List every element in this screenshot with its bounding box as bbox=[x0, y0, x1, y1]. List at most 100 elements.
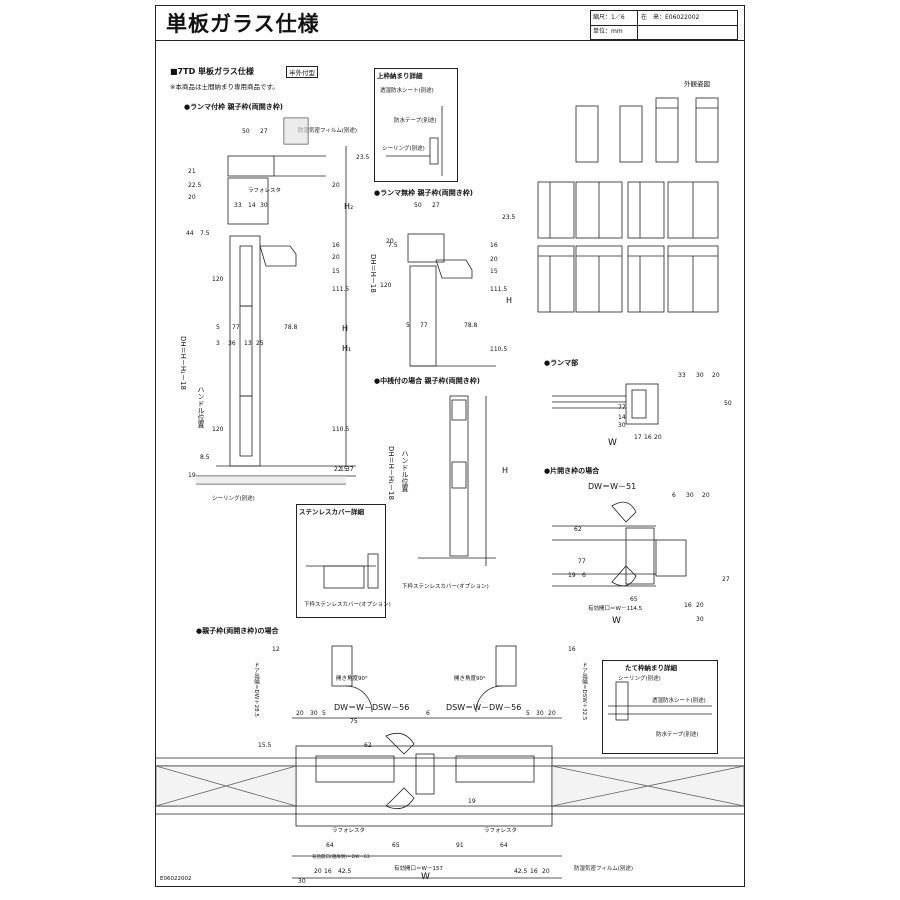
effective-open-single-label: 有効開口＝W－114.5 bbox=[588, 606, 643, 612]
dw-single-label: DW＝W－51 bbox=[588, 482, 637, 491]
dimension-single-2: 20 bbox=[702, 492, 710, 499]
sealing-label: シーリング(別途) bbox=[382, 146, 425, 152]
door-width-r-label: ドア出幅＝DSW＋32.5 bbox=[581, 662, 587, 721]
dimension-double-12: 20 bbox=[314, 868, 322, 875]
dimension-single-3: 62 bbox=[574, 526, 582, 533]
spec-tag: 半外付型 bbox=[286, 66, 318, 78]
top-detail-box: 上枠納まり詳細 bbox=[374, 68, 458, 182]
dimension-top-5: 23.5 bbox=[356, 154, 370, 161]
dimension-top-29: 15 bbox=[340, 466, 348, 473]
door-width-l-label: ドア出幅＝DW＋28.5 bbox=[253, 662, 259, 717]
dh-short-label: DH＝H－18 bbox=[369, 254, 377, 293]
stainless-detail-title: ステンレスカバー詳細 bbox=[299, 508, 364, 516]
dh-full-label-2: DH＝H－H₁－18 bbox=[387, 446, 395, 500]
header-rule bbox=[156, 40, 744, 41]
dimension-single-1: 30 bbox=[686, 492, 694, 499]
dimension-double-14: 42.5 bbox=[338, 868, 352, 875]
dimension-mid-13: 110.5 bbox=[490, 346, 508, 353]
page-title: 単板ガラス仕様 bbox=[166, 12, 320, 36]
w-bottom-label: W bbox=[421, 872, 430, 882]
dimension-single-6: 6 bbox=[582, 572, 586, 579]
dimension-top-16: 111.5 bbox=[332, 286, 350, 293]
unit-text: 単位：mm bbox=[593, 28, 623, 35]
dimension-double-15: 42.5 bbox=[514, 868, 528, 875]
dimension-top-1: 27 bbox=[260, 128, 268, 135]
dimension-mid-3: 20 bbox=[386, 238, 394, 245]
dimension-mid-11: 77 bbox=[420, 322, 428, 329]
dimension-double-5: 5 bbox=[526, 710, 530, 717]
jamb-sealing-label: シーリング(別途) bbox=[618, 676, 661, 682]
dimension-top-12: 16 bbox=[332, 242, 340, 249]
jamb-breathable-label: 透湿防水シート(別途) bbox=[652, 698, 706, 704]
dimension-mid-5: 16 bbox=[490, 242, 498, 249]
dimension-double-7: 20 bbox=[548, 710, 556, 717]
dimension-top-19: 36 bbox=[228, 340, 236, 347]
dimension-single-5: 19 bbox=[568, 572, 576, 579]
jamb-detail-box: たて枠納まり詳細 bbox=[602, 660, 718, 754]
sealing-bottom-label: シーリング(別途) bbox=[212, 496, 255, 502]
section-transom-part: ●ランマ部 bbox=[544, 359, 579, 367]
exterior-label: 外観姿図 bbox=[684, 80, 710, 88]
dimension-top-15: 120 bbox=[212, 276, 224, 283]
dimension-double-16: 16 bbox=[530, 868, 538, 875]
dimension-single-10: 27 bbox=[722, 576, 730, 583]
dimension-transom-6: 50 bbox=[724, 400, 732, 407]
dimension-single-9: 20 bbox=[696, 602, 704, 609]
dimension-double-8: 64 bbox=[326, 842, 334, 849]
dimension-double-18: 30 bbox=[298, 878, 306, 885]
footer-code: E06022002 bbox=[160, 876, 192, 882]
dimension-double-19: 15.5 bbox=[258, 742, 272, 749]
dimension-top-0: 50 bbox=[242, 128, 250, 135]
dimension-double-21: 16 bbox=[568, 646, 576, 653]
dimension-mid-0: 50 bbox=[414, 202, 422, 209]
spec-model: ■7TD 単板ガラス仕様 bbox=[170, 67, 254, 76]
dimension-top-30: 37 bbox=[346, 466, 354, 473]
dimension-double-4: 6 bbox=[426, 710, 430, 717]
dimension-double-13: 16 bbox=[324, 868, 332, 875]
dimension-double-9: 65 bbox=[392, 842, 400, 849]
dimension-top-7: 14 bbox=[248, 202, 256, 209]
section-transom-frame: ●ランマ付枠 親子枠(両開き枠) bbox=[184, 103, 283, 111]
h-label-2: H bbox=[506, 296, 513, 305]
waterproof-tape-label: 防水テープ(別途) bbox=[394, 118, 437, 124]
jamb-tape-label: 防水テープ(別途) bbox=[656, 732, 699, 738]
dimension-double-11: 64 bbox=[500, 842, 508, 849]
dimension-top-14: 15 bbox=[332, 268, 340, 275]
dimension-single-8: 16 bbox=[684, 602, 692, 609]
dimension-top-24: 110.5 bbox=[332, 426, 350, 433]
dimension-double-0: 20 bbox=[296, 710, 304, 717]
dimension-mid-2: 23.5 bbox=[502, 214, 516, 221]
scale-text: 縮尺：1／6 bbox=[593, 14, 625, 21]
dimension-double-17: 20 bbox=[542, 868, 550, 875]
top-detail-title: 上枠納まり詳細 bbox=[377, 72, 423, 80]
dimension-top-23: 77 bbox=[232, 324, 240, 331]
dh-full-label-1: DH＝H－H₁－18 bbox=[179, 336, 187, 390]
dimension-double-22: 62 bbox=[364, 742, 372, 749]
bottom-cover-label-1: 下枠ステンレスカバー(オプション) bbox=[304, 602, 391, 608]
dimension-transom-7: 17 bbox=[634, 434, 642, 441]
effective-open-label: 有効開口＝W－157 bbox=[394, 866, 443, 872]
dimension-mid-10: 5 bbox=[406, 322, 410, 329]
dimension-top-2: 21 bbox=[188, 168, 196, 175]
dimension-double-10: 91 bbox=[456, 842, 464, 849]
dimension-top-4: 20 bbox=[188, 194, 196, 201]
dimension-mid-9: 111.5 bbox=[490, 286, 508, 293]
dimension-single-4: 77 bbox=[578, 558, 586, 565]
spec-note: ※本商品は土間納まり専用商品です。 bbox=[170, 83, 279, 91]
dimension-top-27: 8.5 bbox=[200, 454, 210, 461]
dimension-mid-12: 78.8 bbox=[464, 322, 478, 329]
dimension-double-3: 75 bbox=[350, 718, 358, 725]
dimension-transom-1: 30 bbox=[696, 372, 704, 379]
dimension-top-25: 120 bbox=[212, 426, 224, 433]
section-mullion: ●中桟付の場合 親子枠(両開き枠) bbox=[374, 377, 480, 385]
dimension-double-2: 5 bbox=[322, 710, 326, 717]
breathable-sheet-label: 透湿防水シート(別途) bbox=[380, 88, 434, 94]
line-drawings bbox=[156, 97, 745, 879]
open-angle-right: 開き角度90° bbox=[454, 676, 486, 682]
dimension-mid-4: 7.5 bbox=[388, 242, 398, 249]
dimension-top-21: 25 bbox=[256, 340, 264, 347]
dimension-transom-5: 30 bbox=[618, 422, 626, 429]
dimension-transom-4: 14 bbox=[618, 414, 626, 421]
dimension-double-6: 30 bbox=[536, 710, 544, 717]
dimension-double-23: 19 bbox=[468, 798, 476, 805]
